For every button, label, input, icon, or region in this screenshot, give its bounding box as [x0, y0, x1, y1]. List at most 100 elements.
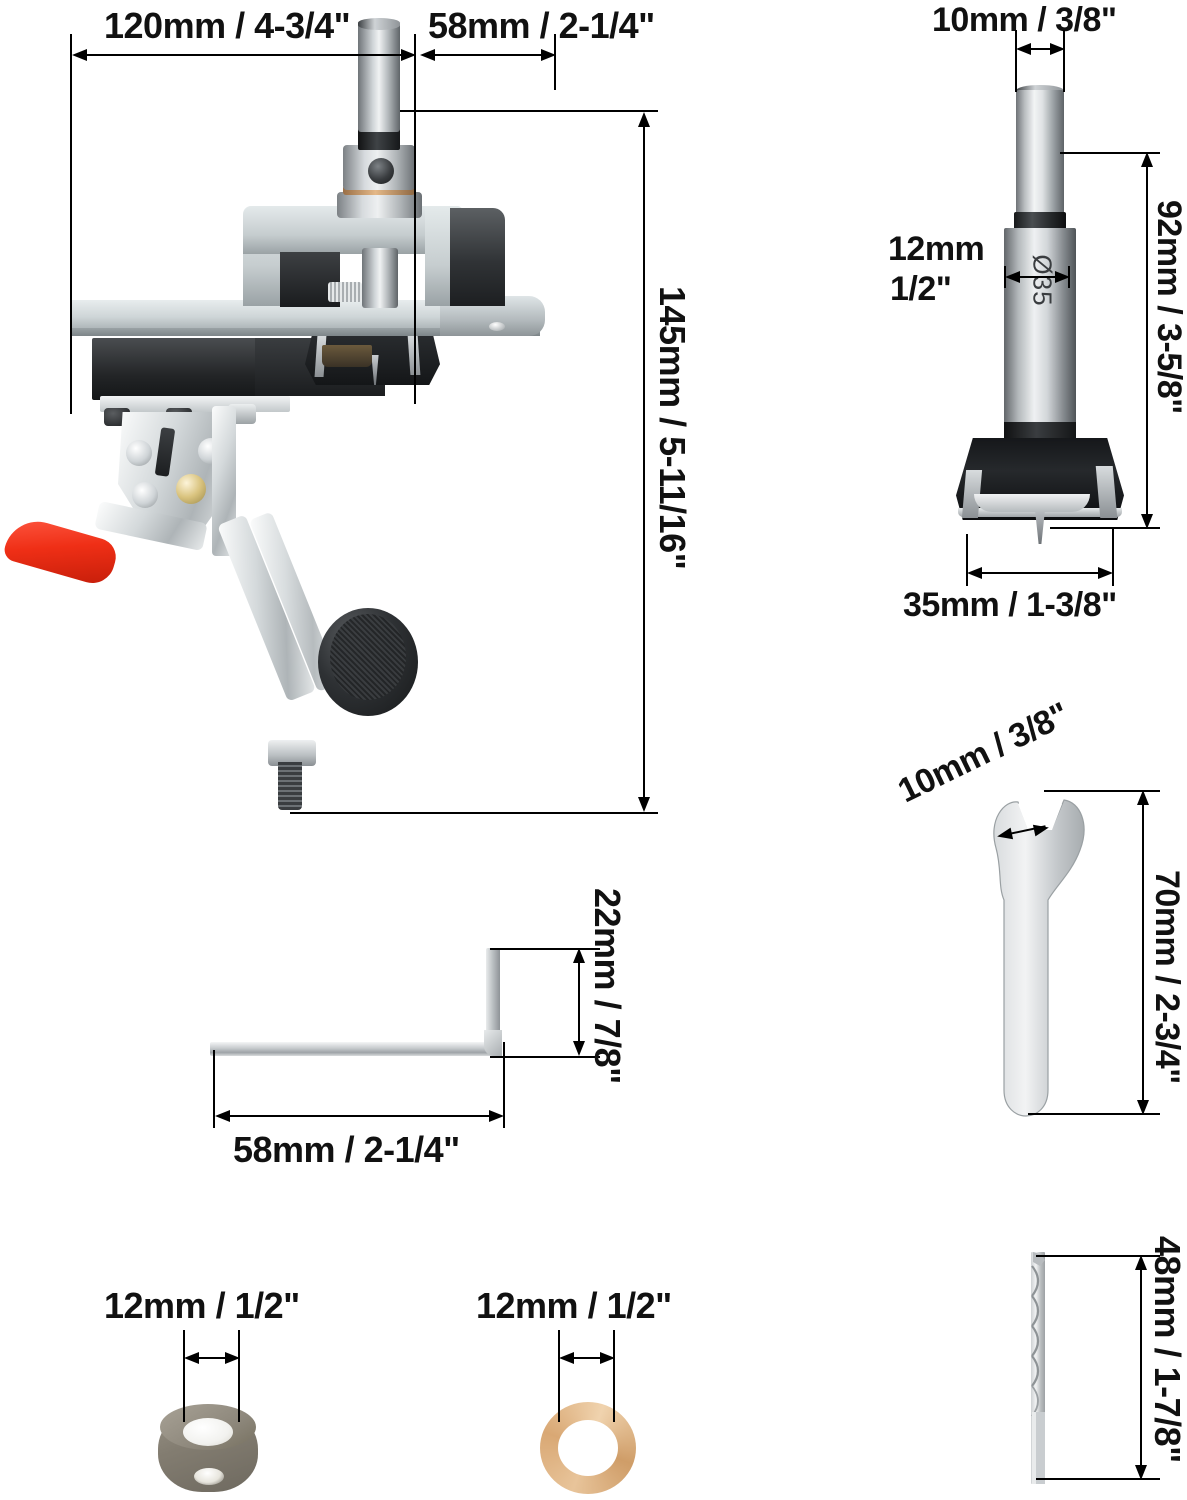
fb-12-arrow-left [1005, 271, 1020, 283]
fb-shank [1016, 90, 1064, 218]
hex-key-long-arm [210, 1042, 500, 1056]
washer-12-dim-line [562, 1357, 610, 1359]
wrench-70-arrow-down [1137, 1100, 1149, 1115]
jig-shank-top-cap [358, 18, 400, 30]
drill-48-ext-bottom [1036, 1478, 1160, 1480]
jig-width-58-label: 58mm / 2-1/4" [428, 5, 655, 46]
drill-length-48-label: 48mm / 1-7/8" [1147, 1236, 1187, 1463]
hex-long-58-label: 58mm / 2-1/4" [233, 1129, 460, 1170]
hex-22-arrow-down [573, 1041, 585, 1056]
steel-collar-illustration [150, 1400, 270, 1500]
fb-12-arrow-right [1055, 271, 1070, 283]
jig-58-arrow-right [541, 49, 556, 61]
drill-bit-flutes-svg [1031, 1252, 1045, 1484]
collar-12-dim-line [187, 1357, 235, 1359]
washer-12-arrow-right [600, 1352, 615, 1364]
washer-12-arrow-left [559, 1352, 574, 1364]
jig-spindle-nut [268, 740, 316, 766]
hex-58-arrow-left [215, 1110, 230, 1122]
fb-92-dim-line [1146, 158, 1148, 522]
fb-35-arrow-left [967, 567, 982, 579]
jig-bit-shank-lower [362, 248, 398, 308]
hex-58-ext-left [213, 1050, 215, 1128]
jig-145-ext-top [400, 110, 658, 112]
hex-22-ext-bottom [490, 1056, 600, 1058]
wrench-70-ext-bottom [1028, 1113, 1160, 1115]
fb-35-ext-right [1112, 528, 1114, 586]
brass-washer-bore [558, 1420, 618, 1476]
jig-clamp-hole-3 [132, 482, 158, 508]
collar-12-ext-left [183, 1330, 185, 1422]
hex-short-22-label: 22mm / 7/8" [587, 888, 628, 1084]
fb-10-ext-right [1063, 30, 1065, 92]
jig-thumb-screw [328, 282, 362, 302]
fb-shank-10-label: 10mm / 3/8" [932, 1, 1117, 39]
fb-92-ext-bottom [1050, 527, 1160, 529]
jig-145-arrow-down [638, 797, 650, 812]
fb-10-arrow-right [1050, 43, 1065, 55]
wrench-70-ext-top [1044, 790, 1160, 792]
forstner-bit-illustration: Ø35 [940, 80, 1140, 560]
hinge-jig-illustration [0, 0, 680, 810]
jig-bit-brown-face [322, 345, 372, 367]
fb-92-arrow-down [1141, 514, 1153, 529]
jig-145-dim-line [643, 118, 645, 804]
jig-upper-shank [358, 22, 400, 132]
jig-120-ext-right [414, 34, 416, 404]
collar-12-ext-right [238, 1330, 240, 1422]
hex-22-ext-top [490, 948, 600, 950]
hex-key-illustration [210, 930, 560, 1060]
drill-48-dim-line [1140, 1261, 1142, 1473]
jig-120-arrow-left [72, 49, 87, 61]
jig-knob-grip-face [330, 614, 406, 700]
jig-120-dim-line [78, 54, 408, 56]
fb-center-point [1034, 504, 1046, 544]
collar-12-label: 12mm / 1/2" [104, 1285, 300, 1326]
brass-washer-illustration [530, 1400, 650, 1500]
hex-22-dim-line [578, 954, 580, 1051]
hex-key-short-arm [486, 948, 500, 1048]
jig-clamp-hole-1 [126, 440, 152, 466]
twist-drill-bit-illustration [1028, 1252, 1052, 1484]
hex-key-bend [484, 1030, 502, 1056]
jig-width-120-label: 120mm / 4-3/4" [104, 5, 351, 46]
hex-58-ext-right [503, 1042, 505, 1128]
drill-48-ext-top [1036, 1255, 1160, 1257]
jig-collar-setscrew [368, 158, 394, 184]
jig-collar-dark-band [358, 128, 400, 150]
fb-35-ext-left [966, 534, 968, 586]
steel-collar-setscrew-hole [194, 1468, 224, 1485]
jig-bit-center-point [371, 355, 379, 385]
fb-92-ext-top [1060, 152, 1160, 154]
steel-collar-bore [183, 1418, 233, 1446]
wrench-svg [993, 796, 1085, 1117]
hex-22-arrow-up [573, 948, 585, 963]
washer-12-label: 12mm / 1/2" [476, 1285, 672, 1326]
wrench-illustration [960, 790, 1110, 1120]
jig-145-arrow-up [638, 112, 650, 127]
fb-shank-collar [1014, 212, 1066, 232]
hex-58-arrow-right [489, 1110, 504, 1122]
wrench-length-70-label: 70mm / 2-3/4" [1148, 870, 1186, 1084]
wrench-70-dim-line [1142, 796, 1144, 1108]
fb-35-arrow-right [1098, 567, 1113, 579]
jig-bracket-dark-right [450, 208, 505, 306]
hex-58-dim-line [218, 1115, 500, 1117]
jig-height-145-label: 145mm / 5-11/16" [652, 286, 693, 570]
fb-10-arrow-left [1016, 43, 1031, 55]
jig-58-dim-line [424, 54, 548, 56]
fb-92-arrow-up [1141, 152, 1153, 167]
jig-depth-collar [337, 192, 422, 218]
jig-145-ext-bottom [290, 812, 658, 814]
fb-10-ext-left [1015, 30, 1017, 92]
collar-12-arrow-left [184, 1352, 199, 1364]
fb-35-dim-line [970, 572, 1110, 574]
drill-48-arrow-down [1135, 1465, 1147, 1480]
fb-head-face-highlight [974, 494, 1090, 512]
washer-12-ext-right [613, 1330, 615, 1422]
washer-12-ext-left [558, 1330, 560, 1422]
jig-clamp-pivot-pin [176, 474, 206, 504]
fb-length-92-label: 92mm / 3-5/8" [1150, 200, 1187, 414]
fb-body-12-label-line1: 12mm [888, 230, 985, 268]
